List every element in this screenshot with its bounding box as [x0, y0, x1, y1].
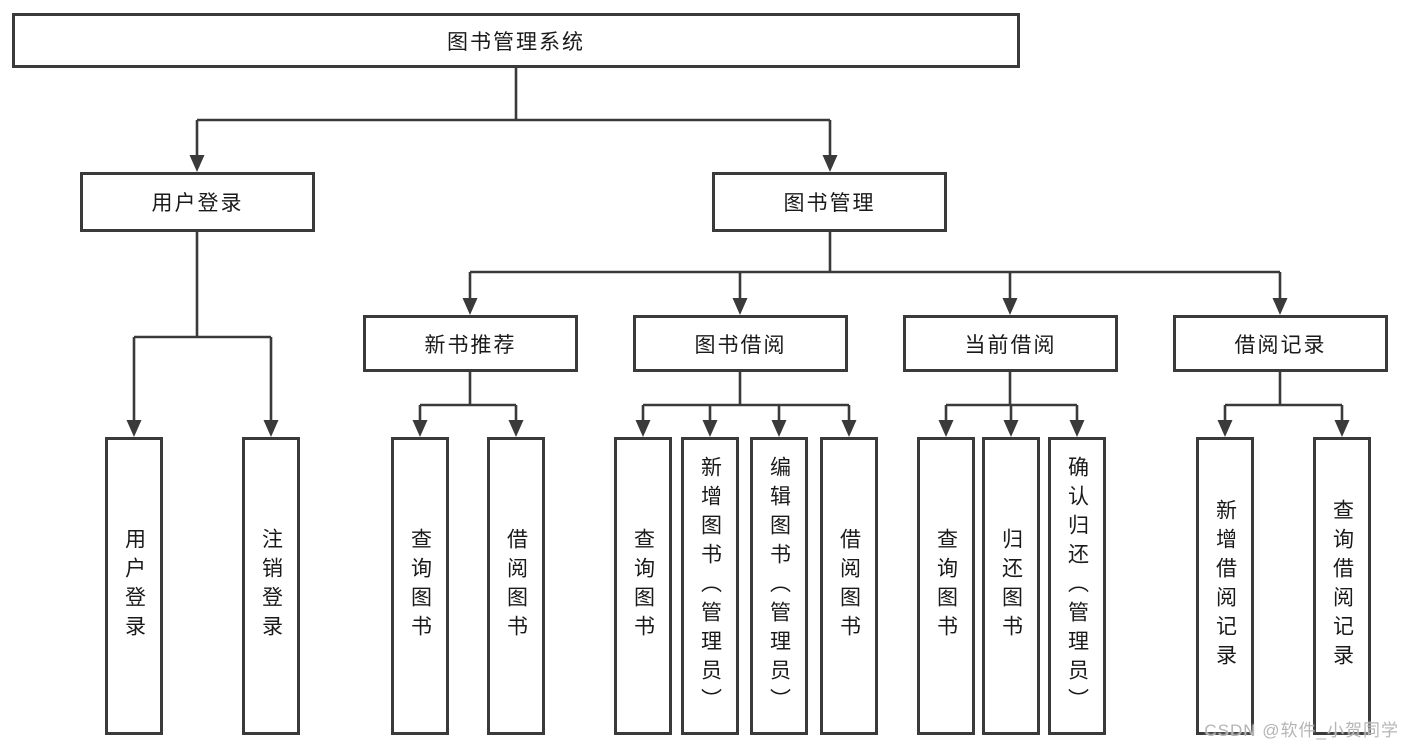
- node-label: 用户登录: [122, 528, 146, 644]
- leaf-logout: 注销登录: [242, 437, 300, 735]
- node-new-book-recommend: 新书推荐: [363, 315, 578, 372]
- leaf-return-books: 归还图书: [982, 437, 1040, 735]
- node-root-library-system: 图书管理系统: [12, 13, 1020, 68]
- connectors-root-to-level2: [189, 68, 838, 172]
- connectors-recommend-subtree: [412, 372, 524, 437]
- node-label: 当前借阅: [964, 333, 1057, 357]
- node-current-borrow: 当前借阅: [903, 315, 1118, 372]
- leaf-borrow-books: 借阅图书: [820, 437, 878, 735]
- leaf-recommend-borrow-books: 借阅图书: [487, 437, 545, 735]
- node-label: 编辑图书（管理员）: [767, 455, 791, 717]
- leaf-user-login: 用户登录: [105, 437, 163, 735]
- leaf-query-borrow-record: 查询借阅记录: [1313, 437, 1371, 735]
- connectors-login-subtree: [126, 232, 279, 437]
- leaf-recommend-query-books: 查询图书: [391, 437, 449, 735]
- node-label: 确认归还（管理员）: [1065, 455, 1089, 717]
- watermark: CSDN @软件_小贺同学: [1204, 721, 1399, 740]
- node-label: 借阅图书: [504, 528, 528, 644]
- node-label: 借阅图书: [837, 528, 861, 644]
- leaf-add-borrow-record: 新增借阅记录: [1196, 437, 1254, 735]
- connectors-record-subtree: [1217, 372, 1350, 437]
- leaf-add-books-admin: 新增图书（管理员）: [681, 437, 739, 735]
- node-book-borrow: 图书借阅: [633, 315, 848, 372]
- leaf-current-query-books: 查询图书: [917, 437, 975, 735]
- node-label: 借阅记录: [1234, 333, 1327, 357]
- node-book-management: 图书管理: [712, 172, 947, 232]
- node-label: 图书借阅: [694, 333, 787, 357]
- node-label: 新增图书（管理员）: [698, 455, 722, 717]
- node-label: 新增借阅记录: [1213, 499, 1237, 673]
- leaf-edit-books-admin: 编辑图书（管理员）: [750, 437, 808, 735]
- node-label: 注销登录: [259, 528, 283, 644]
- node-user-login: 用户登录: [80, 172, 315, 232]
- node-label: 用户登录: [151, 192, 244, 215]
- node-label: 图书管理: [783, 192, 876, 215]
- node-label: 查询图书: [631, 528, 655, 644]
- leaf-borrow-query-books: 查询图书: [614, 437, 672, 735]
- node-label: 图书管理系统: [447, 30, 585, 54]
- node-label: 查询借阅记录: [1330, 499, 1354, 673]
- connectors-bookmgmt-to-level3: [462, 232, 1288, 315]
- node-label: 新书推荐: [424, 333, 517, 357]
- connectors-current-subtree: [938, 372, 1085, 437]
- node-borrow-records: 借阅记录: [1173, 315, 1388, 372]
- node-label: 查询图书: [408, 528, 432, 644]
- node-label: 查询图书: [934, 528, 958, 644]
- node-label: 归还图书: [999, 528, 1023, 644]
- connectors-borrow-subtree: [635, 372, 857, 437]
- leaf-confirm-return-admin: 确认归还（管理员）: [1048, 437, 1106, 735]
